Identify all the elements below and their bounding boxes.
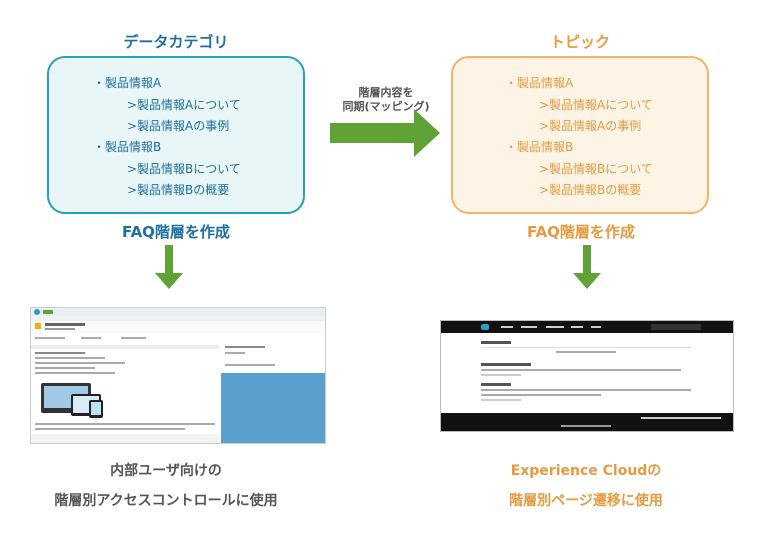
right-caption: FAQ階層を作成 <box>527 223 635 241</box>
sync-label-line-2: 同期(マッピング) <box>342 100 430 113</box>
right-bottom-line-1: Experience Cloudの <box>510 463 662 479</box>
left-bottom-line-2: 階層別アクセスコントロールに使用 <box>54 493 278 509</box>
right-down-arrow <box>573 245 601 289</box>
right-title: トピック <box>549 33 610 51</box>
left-item-a-sub-2: >製品情報Aの事例 <box>127 119 230 133</box>
left-category-box: ・製品情報A >製品情報Aについて >製品情報Aの事例 ・製品情報B >製品情報… <box>47 56 305 214</box>
right-item-b-sub-1: >製品情報Bについて <box>539 162 653 176</box>
left-caption: FAQ階層を作成 <box>122 223 230 241</box>
right-item-a-sub-2: >製品情報Aの事例 <box>539 119 642 133</box>
right-item-b: ・製品情報B <box>505 140 574 154</box>
left-down-arrow <box>155 245 183 289</box>
right-item-a-sub-1: >製品情報Aについて <box>539 98 653 112</box>
right-topic-box: ・製品情報A >製品情報Aについて >製品情報Aの事例 ・製品情報B >製品情報… <box>451 56 709 214</box>
left-bottom-text: 内部ユーザ向けの 階層別アクセスコントロールに使用 <box>16 456 316 516</box>
experience-cloud-screenshot <box>440 320 734 432</box>
sync-label: 階層内容を 同期(マッピング) <box>336 86 436 114</box>
left-item-a: ・製品情報A <box>93 76 162 90</box>
left-item-b-sub-2: >製品情報Bの概要 <box>127 183 230 197</box>
left-bottom-line-1: 内部ユーザ向けの <box>110 463 222 479</box>
right-item-a: ・製品情報A <box>505 76 574 90</box>
right-item-b-sub-2: >製品情報Bの概要 <box>539 183 642 197</box>
left-title: データカテゴリ <box>123 33 229 51</box>
sync-right-arrow <box>330 109 440 157</box>
internal-user-screenshot <box>30 307 326 444</box>
right-bottom-text: Experience Cloudの 階層別ページ遷移に使用 <box>436 456 736 516</box>
left-item-b-sub-1: >製品情報Bについて <box>127 162 241 176</box>
left-item-a-sub-1: >製品情報Aについて <box>127 98 241 112</box>
right-bottom-line-2: 階層別ページ遷移に使用 <box>509 493 663 509</box>
sync-label-line-1: 階層内容を <box>358 86 414 99</box>
left-item-b: ・製品情報B <box>93 140 162 154</box>
